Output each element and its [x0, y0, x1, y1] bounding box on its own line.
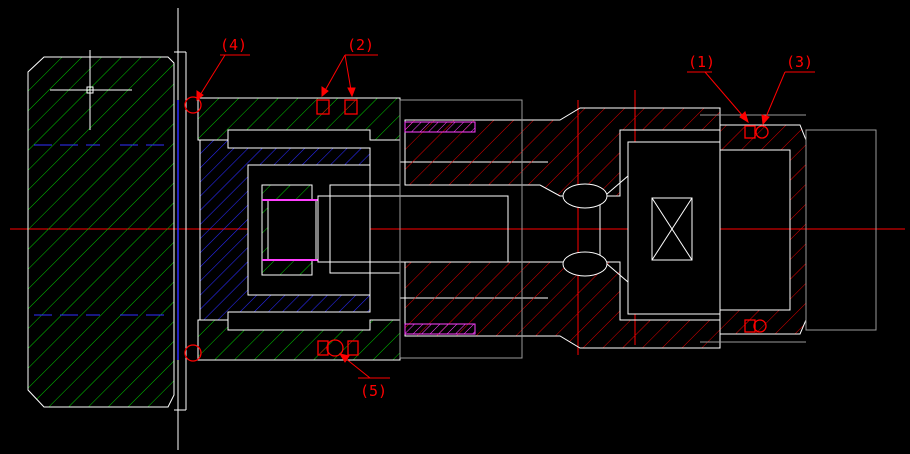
o-ring-2a [316, 99, 330, 115]
hex-socket [651, 197, 693, 261]
outer-envelope [399, 99, 877, 359]
callout-5: (5) [360, 382, 387, 400]
seal-groove-bottom [404, 323, 476, 335]
sleeve-upper [197, 97, 401, 141]
inner-cup [627, 141, 721, 315]
sleeve-lower [197, 319, 401, 361]
callout-3: (3) [786, 53, 813, 71]
callout-1: (1) [688, 53, 715, 71]
o-ring-1-bottom [744, 319, 756, 333]
callout-2: (2) [347, 36, 374, 54]
envelope-mid [399, 99, 523, 359]
left-housing-body [27, 56, 175, 408]
leader-3 [762, 71, 786, 125]
callout-leaders [196, 54, 815, 379]
leader-4 [196, 54, 226, 101]
o-ring-5-right [347, 340, 359, 356]
o-ring-3 [755, 125, 769, 139]
seal-groove-top [404, 121, 476, 133]
o-ring-1 [744, 125, 756, 139]
ball-upper [562, 183, 608, 209]
red-end-cap [719, 124, 807, 335]
envelope-right [805, 129, 877, 331]
red-body-upper [404, 107, 721, 197]
leader-1 [704, 71, 749, 123]
right-body [404, 107, 807, 349]
inner-pin-bore [267, 199, 317, 261]
cone-tip [599, 174, 629, 284]
o-ring-4-top [184, 96, 202, 114]
magenta-seals [404, 121, 476, 335]
left-housing [27, 50, 187, 411]
callout-4: (4) [220, 36, 247, 54]
o-ring-2b [344, 99, 358, 115]
leader-3-arrow [761, 114, 770, 126]
ball-lower [562, 251, 608, 277]
hex-cross-2 [651, 197, 693, 261]
leader-2b-arrow [347, 87, 356, 98]
leader-5-arrow [338, 353, 350, 363]
o-ring-5-left [317, 340, 329, 356]
crosshair-marker [50, 50, 132, 130]
leader-2a-arrow [321, 86, 329, 98]
o-rings [184, 96, 769, 362]
leader-4-arrow [196, 90, 204, 102]
o-ring-4-bottom [184, 344, 202, 362]
callout-labels: (4) (2) (1) (3) (5) [220, 36, 813, 400]
leader-1-arrow [739, 111, 749, 124]
